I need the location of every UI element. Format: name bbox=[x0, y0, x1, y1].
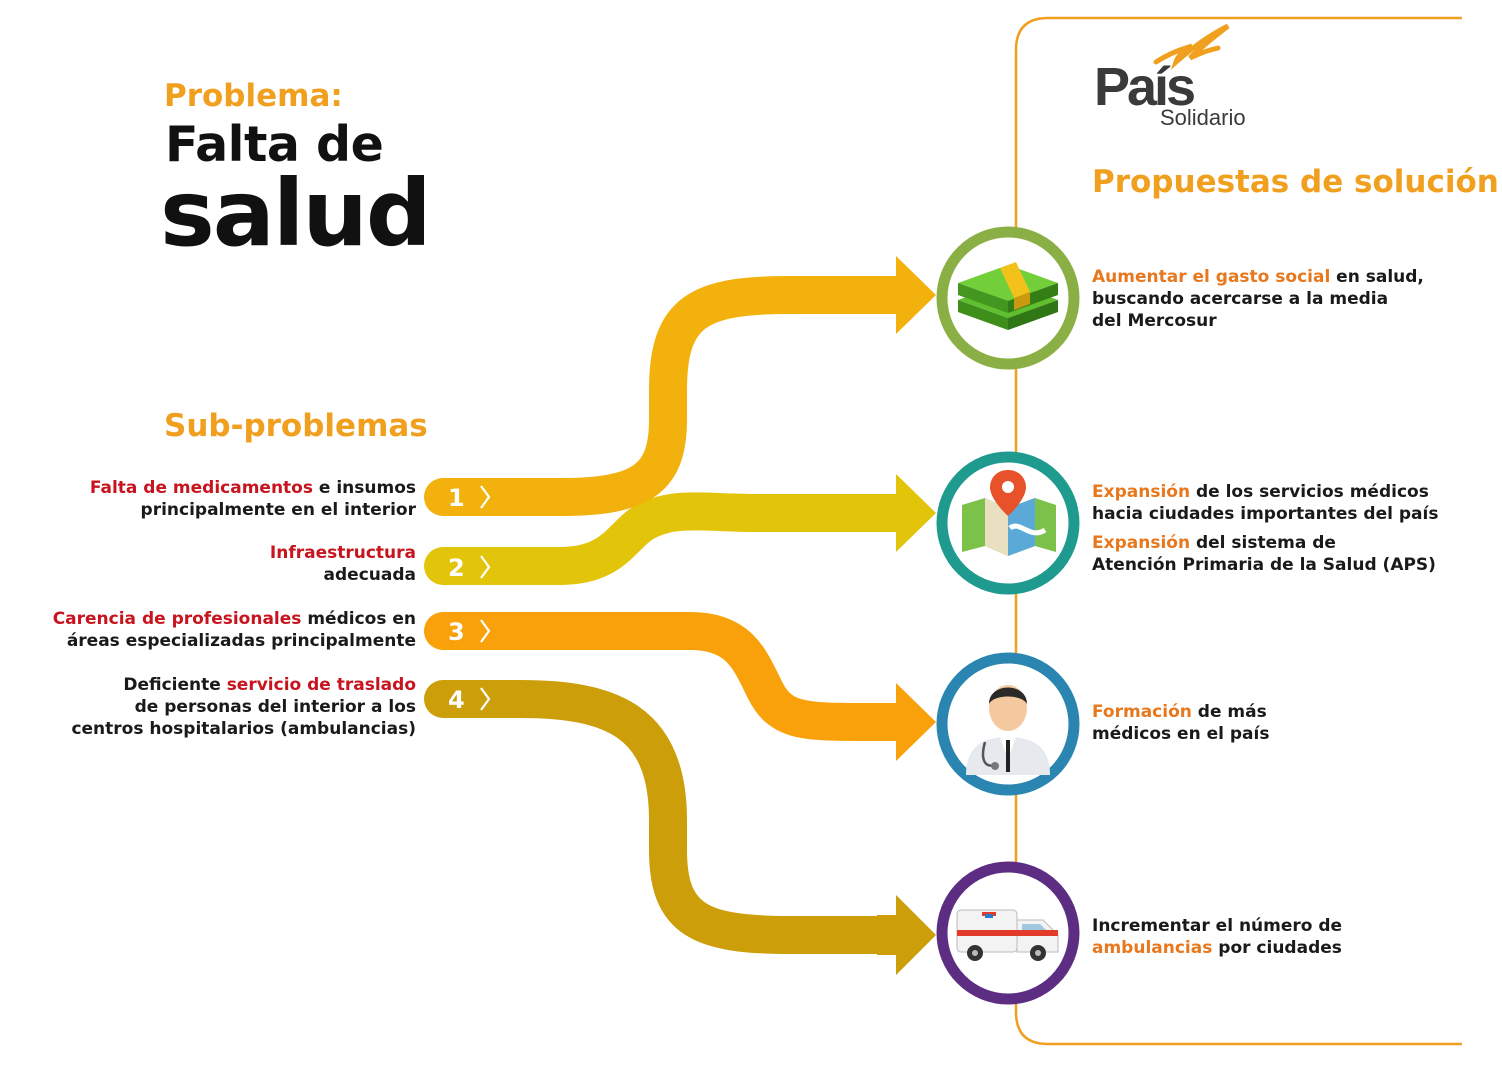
solution-highlight: ambulancias bbox=[1092, 938, 1213, 958]
solution-text: del Mercosur bbox=[1092, 311, 1217, 331]
arrow-4 bbox=[426, 680, 936, 975]
arrow-2 bbox=[426, 474, 936, 585]
subproblem-highlight: servicio de traslado bbox=[226, 675, 416, 695]
problem-title-line2: salud bbox=[160, 160, 432, 267]
subproblem-text: áreas especializadas principalmente bbox=[66, 631, 416, 651]
solution-text: por ciudades bbox=[1212, 938, 1342, 958]
svg-text:2: 2 bbox=[448, 554, 465, 582]
solution-1-text: Aumentar el gasto social en salud, busca… bbox=[1092, 266, 1424, 332]
subproblem-highlight: Carencia de profesionales bbox=[52, 609, 302, 629]
solution-2b-text: Expansión del sistema de Atención Primar… bbox=[1092, 532, 1436, 576]
chevron-right-icon bbox=[480, 555, 491, 579]
solution-circle-2 bbox=[936, 451, 1080, 595]
logo-word-pais: País bbox=[1094, 57, 1196, 117]
subproblem-highlight: Infraestructura bbox=[269, 543, 416, 563]
subproblem-text: e insumos bbox=[312, 478, 416, 498]
solution-text: Incrementar el número de bbox=[1092, 916, 1343, 936]
subproblem-text: centros hospitalarios (ambulancias) bbox=[71, 719, 416, 739]
solution-circle-4 bbox=[936, 861, 1080, 1005]
subproblem-1-text: Falta de medicamentos e insumos principa… bbox=[90, 477, 416, 521]
solution-text: médicos en el país bbox=[1092, 724, 1270, 744]
solution-3-text: Formación de más médicos en el país bbox=[1092, 701, 1269, 745]
chevron-right-icon bbox=[480, 619, 491, 643]
subproblem-text: de personas del interior a los bbox=[134, 697, 416, 717]
subproblem-2-text: Infraestructura adecuada bbox=[270, 542, 416, 586]
solution-text: de los servicios médicos bbox=[1190, 482, 1429, 502]
money-icon bbox=[958, 262, 1058, 330]
solution-highlight: Expansión bbox=[1092, 533, 1191, 553]
problem-label: Problema: bbox=[164, 78, 343, 114]
solution-text: hacia ciudades importantes del país bbox=[1092, 504, 1439, 524]
subproblem-text: adecuada bbox=[323, 565, 416, 585]
subproblem-3-text: Carencia de profesionales médicos en áre… bbox=[53, 608, 416, 652]
subproblems-heading: Sub-problemas bbox=[164, 408, 428, 444]
subproblem-text: Deficiente bbox=[123, 675, 227, 695]
solution-text: Atención Primaria de la Salud (APS) bbox=[1092, 555, 1436, 575]
solution-circle-1 bbox=[936, 226, 1080, 370]
solution-text: en salud, bbox=[1330, 267, 1424, 287]
solution-highlight: Expansión bbox=[1092, 482, 1191, 502]
solution-circle-3 bbox=[936, 652, 1080, 796]
arrow-1 bbox=[426, 256, 936, 516]
arrow-3 bbox=[426, 612, 936, 761]
badge-1: 1 bbox=[424, 478, 524, 516]
subproblem-highlight: Falta de medicamentos bbox=[89, 478, 313, 498]
solutions-heading: Propuestas de solución bbox=[1092, 164, 1499, 200]
solution-text: del sistema de bbox=[1190, 533, 1336, 553]
problem-title-line1: Falta de bbox=[165, 116, 384, 173]
bolt-icon bbox=[1153, 23, 1230, 70]
subproblem-text: médicos en bbox=[301, 609, 416, 629]
solution-2a-text: Expansión de los servicios médicos hacia… bbox=[1092, 481, 1438, 525]
svg-text:3: 3 bbox=[448, 618, 465, 646]
solution-highlight: Formación bbox=[1092, 702, 1192, 722]
badge-3: 3 bbox=[424, 612, 524, 650]
svg-text:4: 4 bbox=[448, 686, 465, 714]
doctor-icon bbox=[966, 685, 1050, 775]
chevron-right-icon bbox=[480, 485, 491, 509]
subproblem-4-text: Deficiente servicio de traslado de perso… bbox=[71, 674, 416, 740]
ambulance-icon bbox=[956, 909, 1059, 961]
svg-text:1: 1 bbox=[448, 484, 465, 512]
badge-4: 4 bbox=[424, 680, 524, 718]
map-icon bbox=[962, 470, 1056, 556]
chevron-right-icon bbox=[480, 687, 491, 711]
solution-4-text: Incrementar el número de ambulancias por… bbox=[1092, 915, 1342, 959]
solution-text: buscando acercarse a la media bbox=[1092, 289, 1389, 309]
solution-highlight: Aumentar el gasto social bbox=[1092, 267, 1331, 287]
solution-text: de más bbox=[1191, 702, 1267, 722]
logo-word-solidario: Solidario bbox=[1160, 105, 1246, 130]
badge-2: 2 bbox=[424, 547, 524, 585]
pais-solidario-logo: País Solidario bbox=[1092, 22, 1272, 134]
subproblem-text: principalmente en el interior bbox=[140, 500, 416, 520]
